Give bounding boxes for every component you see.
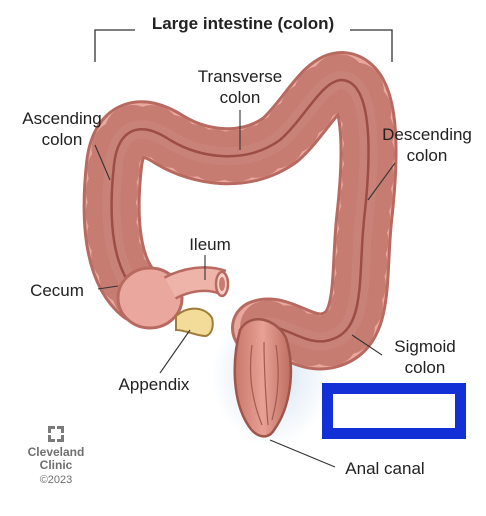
label-transverse-colon-line2: colon bbox=[219, 88, 261, 107]
label-anal-canal: Anal canal bbox=[345, 459, 425, 478]
label-sigmoid-colon-line1: Sigmoid bbox=[394, 337, 456, 356]
logo-copyright: ©2023 bbox=[39, 474, 73, 486]
redaction-box bbox=[322, 383, 466, 439]
cleveland-clinic-logo-icon bbox=[48, 426, 64, 442]
cleveland-clinic-logo: Cleveland Clinic ©2023 bbox=[26, 425, 86, 487]
leader-lines bbox=[94, 110, 396, 468]
label-ascending-colon-line2: colon bbox=[41, 130, 83, 149]
colon-tube bbox=[82, 51, 398, 371]
label-descending-colon-line1: Descending bbox=[382, 125, 472, 144]
logo-line2: Clinic bbox=[39, 458, 73, 472]
cecum-pouch bbox=[116, 266, 184, 330]
title-bracket bbox=[94, 29, 393, 62]
label-ascending-colon: Ascending colon bbox=[12, 108, 112, 150]
label-sigmoid-colon: Sigmoid colon bbox=[385, 336, 465, 378]
label-sigmoid-colon-line2: colon bbox=[404, 358, 446, 377]
appendix-shape bbox=[175, 307, 214, 338]
label-descending-colon: Descending colon bbox=[372, 124, 482, 166]
rectum bbox=[233, 318, 293, 438]
label-ascending-colon-line1: Ascending bbox=[22, 109, 102, 128]
ileum-tube bbox=[163, 266, 230, 300]
label-transverse-colon-line1: Transverse bbox=[197, 67, 283, 86]
label-appendix: Appendix bbox=[118, 375, 190, 394]
label-cecum: Cecum bbox=[30, 281, 84, 300]
label-transverse-colon: Transverse colon bbox=[190, 66, 290, 108]
diagram-title: Large intestine (colon) bbox=[151, 14, 335, 33]
label-descending-colon-line2: colon bbox=[406, 146, 448, 165]
logo-line1: Cleveland bbox=[27, 445, 85, 459]
label-ileum: Ileum bbox=[189, 235, 231, 254]
